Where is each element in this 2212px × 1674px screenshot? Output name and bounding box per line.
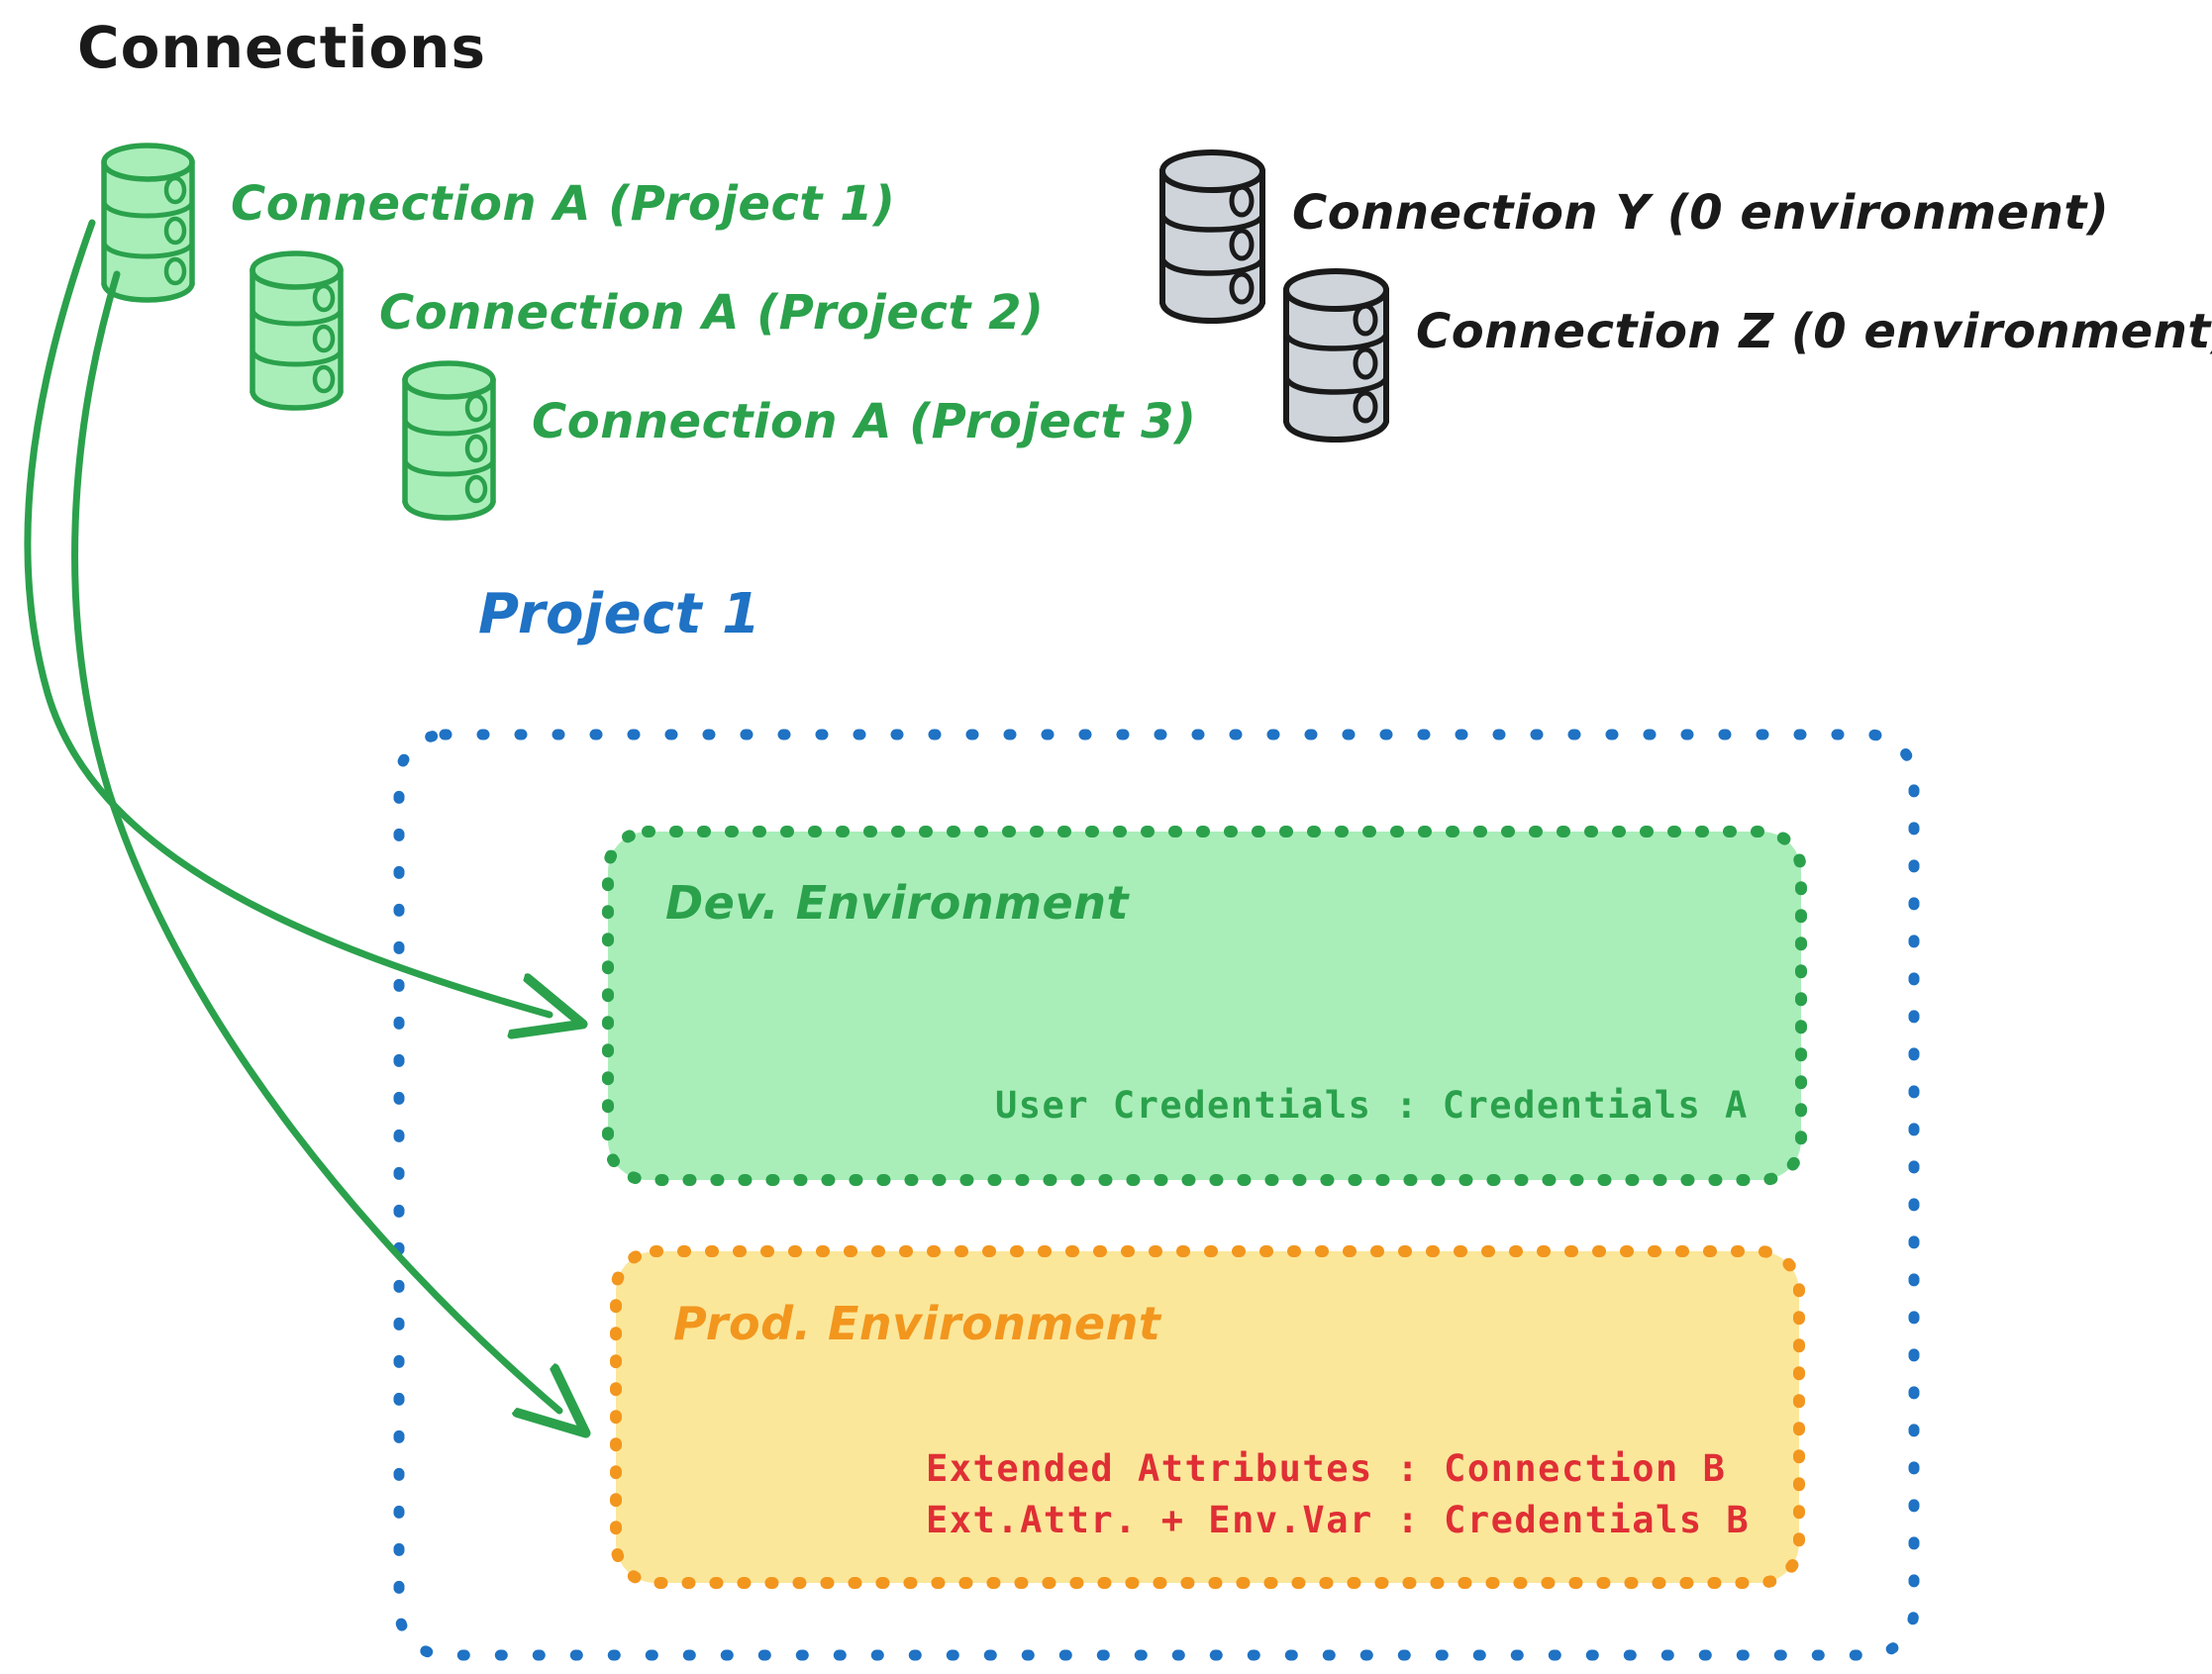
database-cylinder-icon-connection-a-1[interactable] bbox=[101, 143, 195, 303]
connection-label-a-project-1[interactable]: Connection A (Project 1) bbox=[231, 176, 896, 232]
dev-environment-box[interactable] bbox=[602, 826, 1807, 1186]
database-cylinder-icon-connection-a-3[interactable] bbox=[402, 360, 496, 521]
database-cylinder-icon-connection-a-2[interactable] bbox=[250, 250, 344, 411]
connection-label-a-project-3[interactable]: Connection A (Project 3) bbox=[532, 394, 1197, 449]
dev-environment-detail-0: User Credentials : Credentials A bbox=[995, 1084, 1749, 1127]
prod-environment-detail-0: Extended Attributes : Connection B bbox=[926, 1447, 1727, 1490]
database-cylinder-icon-connection-y[interactable] bbox=[1158, 148, 1266, 325]
connection-label-z[interactable]: Connection Z (0 environment) bbox=[1416, 304, 2212, 359]
connection-label-a-project-2[interactable]: Connection A (Project 2) bbox=[379, 285, 1045, 341]
connection-label-y[interactable]: Connection Y (0 environment) bbox=[1292, 185, 2110, 241]
dev-environment-label: Dev. Environment bbox=[665, 876, 1129, 930]
project-1-boundary bbox=[393, 729, 1920, 1661]
arrow-connection-a-to-dev bbox=[24, 219, 550, 1015]
prod-environment-detail-1: Ext.Attr. + Env.Var : Credentials B bbox=[926, 1499, 1751, 1541]
prod-environment-box[interactable] bbox=[610, 1245, 1805, 1589]
page-title: Connections bbox=[77, 14, 486, 81]
prod-environment-label: Prod. Environment bbox=[673, 1297, 1161, 1350]
arrow-connection-a-to-prod bbox=[71, 270, 559, 1411]
database-cylinder-icon-connection-z[interactable] bbox=[1282, 267, 1390, 443]
project-title: Project 1 bbox=[478, 582, 761, 646]
